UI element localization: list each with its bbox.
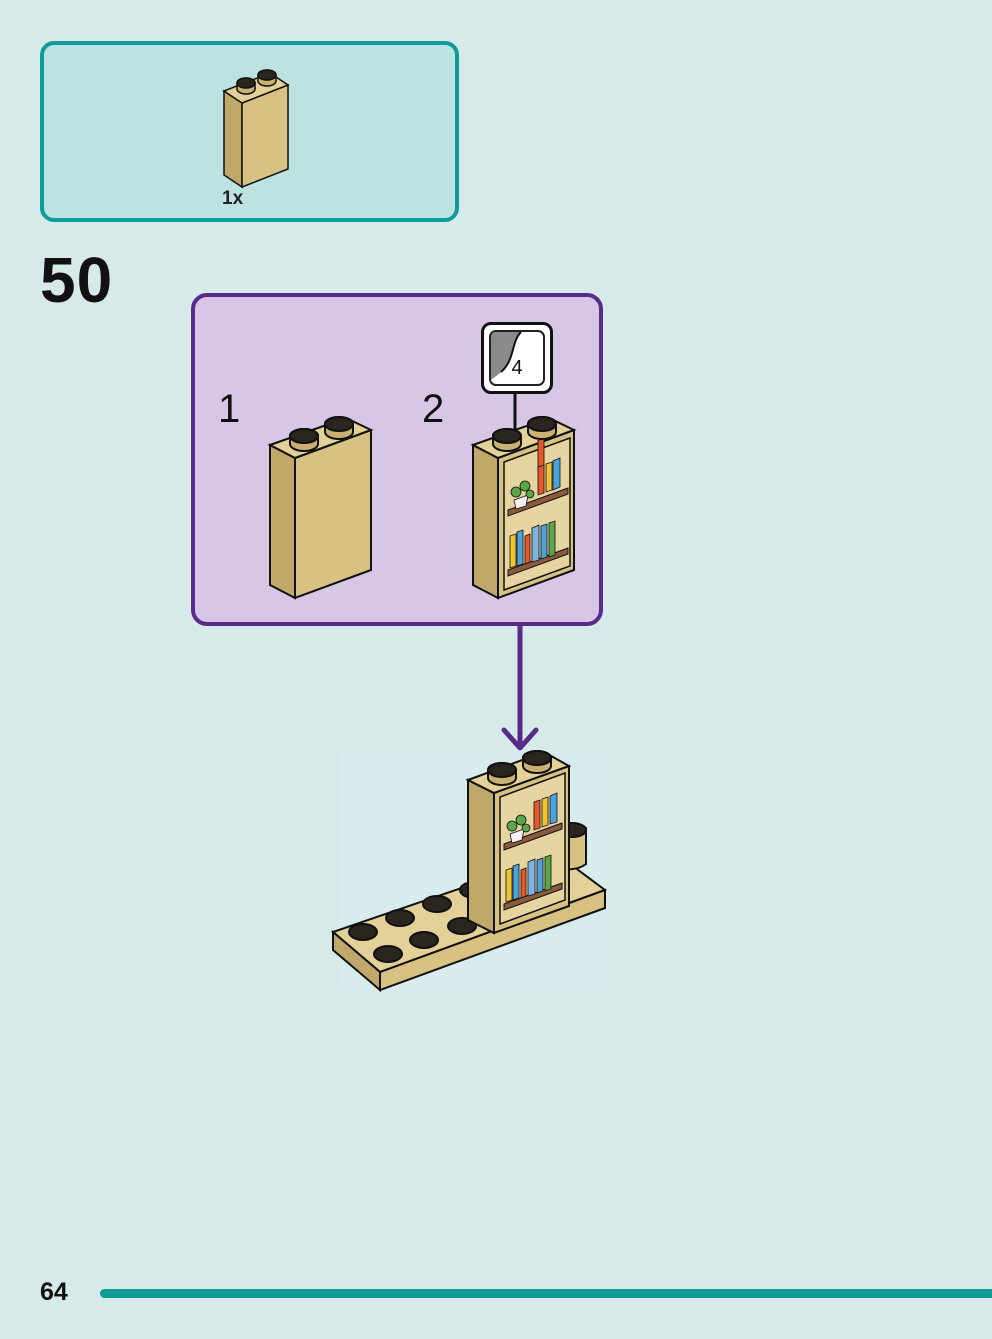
page-footer-bar — [100, 1289, 992, 1298]
step-number: 50 — [40, 244, 114, 316]
part-quantity: 1x — [222, 188, 244, 209]
sub-step-number-2: 2 — [422, 387, 445, 431]
parts-list-box: 1x — [40, 41, 459, 222]
page-number: 64 — [40, 1278, 68, 1306]
sub-step-number-1: 1 — [218, 387, 241, 431]
model-assembly-illustration — [331, 750, 608, 993]
sticker-sheet-icon: 4 — [489, 330, 545, 386]
plain-brick-illustration — [267, 416, 374, 600]
sticker-number: 4 — [511, 357, 523, 379]
bookshelf-brick-illustration — [470, 416, 577, 600]
tan-brick-icon — [222, 69, 290, 189]
down-arrow-icon — [501, 626, 539, 751]
sticker-callout: 4 — [481, 322, 553, 394]
